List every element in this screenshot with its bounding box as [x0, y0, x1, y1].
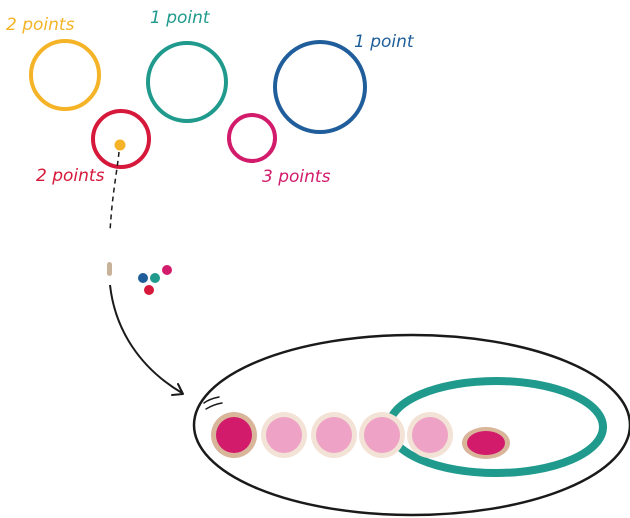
spare-ball-magenta [162, 265, 172, 275]
arrow-head-icon [171, 383, 184, 396]
target-ring-red[interactable] [91, 109, 151, 169]
track-ball [467, 431, 505, 455]
throw-arrow [109, 284, 183, 394]
target-ring-magenta[interactable] [227, 113, 277, 163]
label-magenta-points: 3 points [262, 167, 331, 187]
queued-ball [412, 417, 448, 453]
motion-mark [205, 402, 223, 410]
target-ring-blue[interactable] [273, 40, 367, 134]
motion-mark [203, 396, 220, 404]
ball-queue [211, 412, 453, 458]
queued-ball [316, 417, 352, 453]
spare-ball-red [144, 285, 154, 295]
queued-ball [266, 417, 302, 453]
active-ball[interactable] [216, 417, 252, 453]
label-red-points: 2 points [36, 166, 105, 186]
label-blue-points: 1 point [354, 32, 415, 52]
target-ring-teal[interactable] [146, 41, 228, 123]
queued-ball [364, 417, 400, 453]
label-yellow-points: 2 points [6, 15, 75, 35]
spare-ball-blue [138, 273, 148, 283]
label-teal-points: 1 point [150, 8, 211, 28]
shot-ball [114, 139, 126, 151]
ball-tray [192, 333, 630, 517]
target-ring-yellow[interactable] [29, 39, 101, 111]
spare-ball-teal [150, 273, 160, 283]
launcher-peg[interactable] [107, 262, 112, 276]
